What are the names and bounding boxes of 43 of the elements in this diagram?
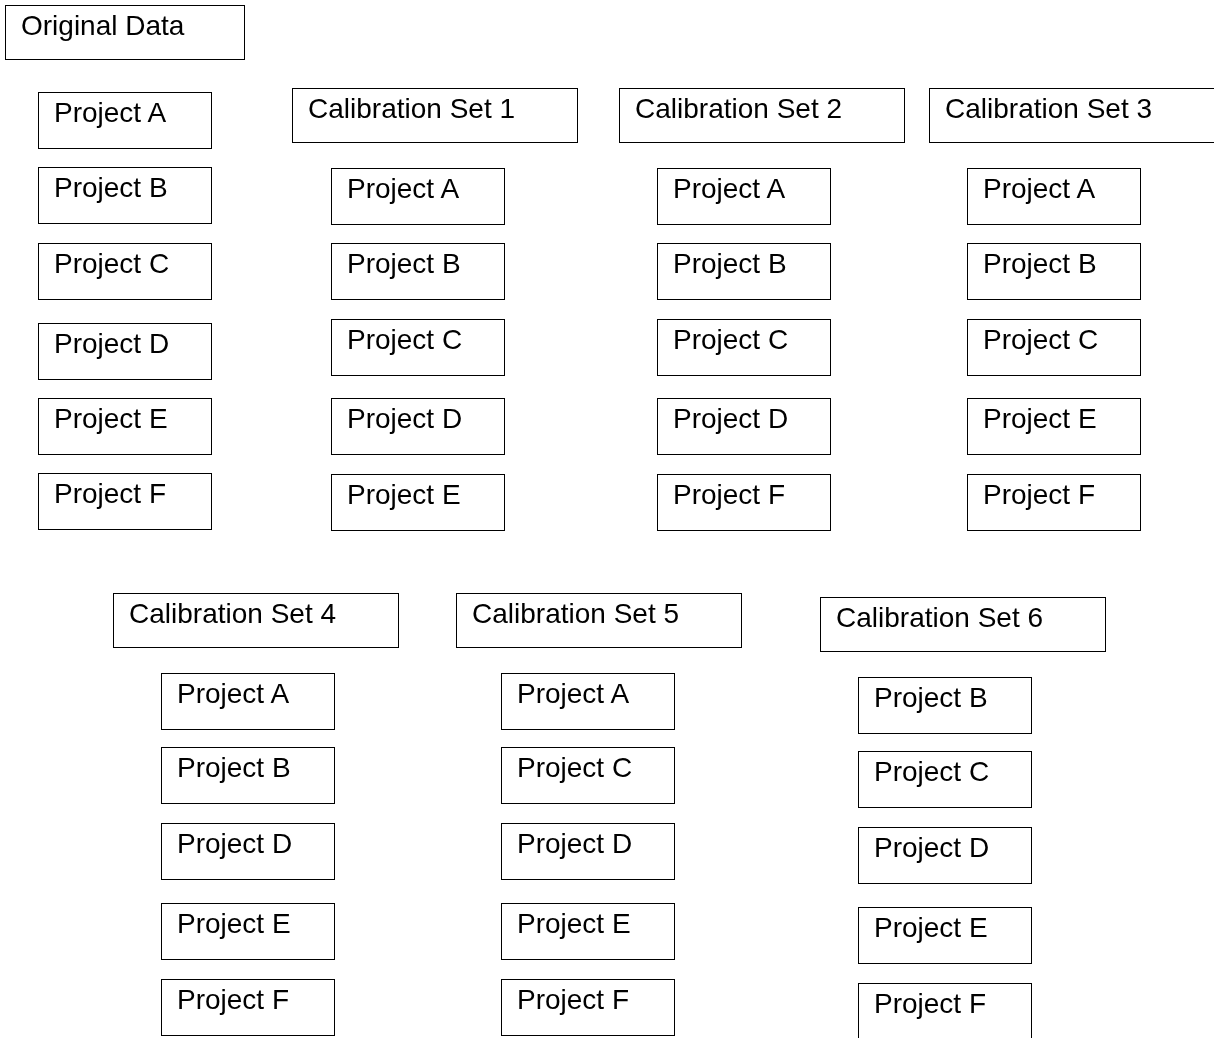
- project-box: Project A: [331, 168, 505, 225]
- project-box: Project F: [657, 474, 831, 531]
- project-box: Project B: [967, 243, 1141, 300]
- project-box: Project A: [657, 168, 831, 225]
- project-box: Project C: [501, 747, 675, 804]
- project-box: Project B: [161, 747, 335, 804]
- project-box: Project D: [161, 823, 335, 880]
- project-box: Project E: [161, 903, 335, 960]
- project-box: Project D: [657, 398, 831, 455]
- project-box: Project F: [38, 473, 212, 530]
- project-box: Project D: [331, 398, 505, 455]
- project-box: Project B: [657, 243, 831, 300]
- set-heading: Calibration Set 3: [929, 88, 1214, 143]
- project-box: Project E: [858, 907, 1032, 964]
- project-box: Project F: [858, 983, 1032, 1038]
- set-heading: Original Data: [5, 5, 245, 60]
- project-box: Project C: [967, 319, 1141, 376]
- project-box: Project A: [967, 168, 1141, 225]
- project-box: Project D: [501, 823, 675, 880]
- set-heading: Calibration Set 2: [619, 88, 905, 143]
- project-box: Project B: [331, 243, 505, 300]
- project-box: Project D: [38, 323, 212, 380]
- project-box: Project C: [331, 319, 505, 376]
- project-box: Project E: [38, 398, 212, 455]
- project-box: Project E: [501, 903, 675, 960]
- project-box: Project A: [38, 92, 212, 149]
- project-box: Project C: [858, 751, 1032, 808]
- project-box: Project F: [501, 979, 675, 1036]
- set-heading: Calibration Set 6: [820, 597, 1106, 652]
- project-box: Project D: [858, 827, 1032, 884]
- project-box: Project A: [501, 673, 675, 730]
- project-box: Project B: [858, 677, 1032, 734]
- set-heading: Calibration Set 4: [113, 593, 399, 648]
- project-box: Project C: [38, 243, 212, 300]
- project-box: Project C: [657, 319, 831, 376]
- project-box: Project E: [967, 398, 1141, 455]
- project-box: Project B: [38, 167, 212, 224]
- project-box: Project A: [161, 673, 335, 730]
- project-box: Project F: [161, 979, 335, 1036]
- set-heading: Calibration Set 1: [292, 88, 578, 143]
- project-box: Project E: [331, 474, 505, 531]
- project-box: Project F: [967, 474, 1141, 531]
- set-heading: Calibration Set 5: [456, 593, 742, 648]
